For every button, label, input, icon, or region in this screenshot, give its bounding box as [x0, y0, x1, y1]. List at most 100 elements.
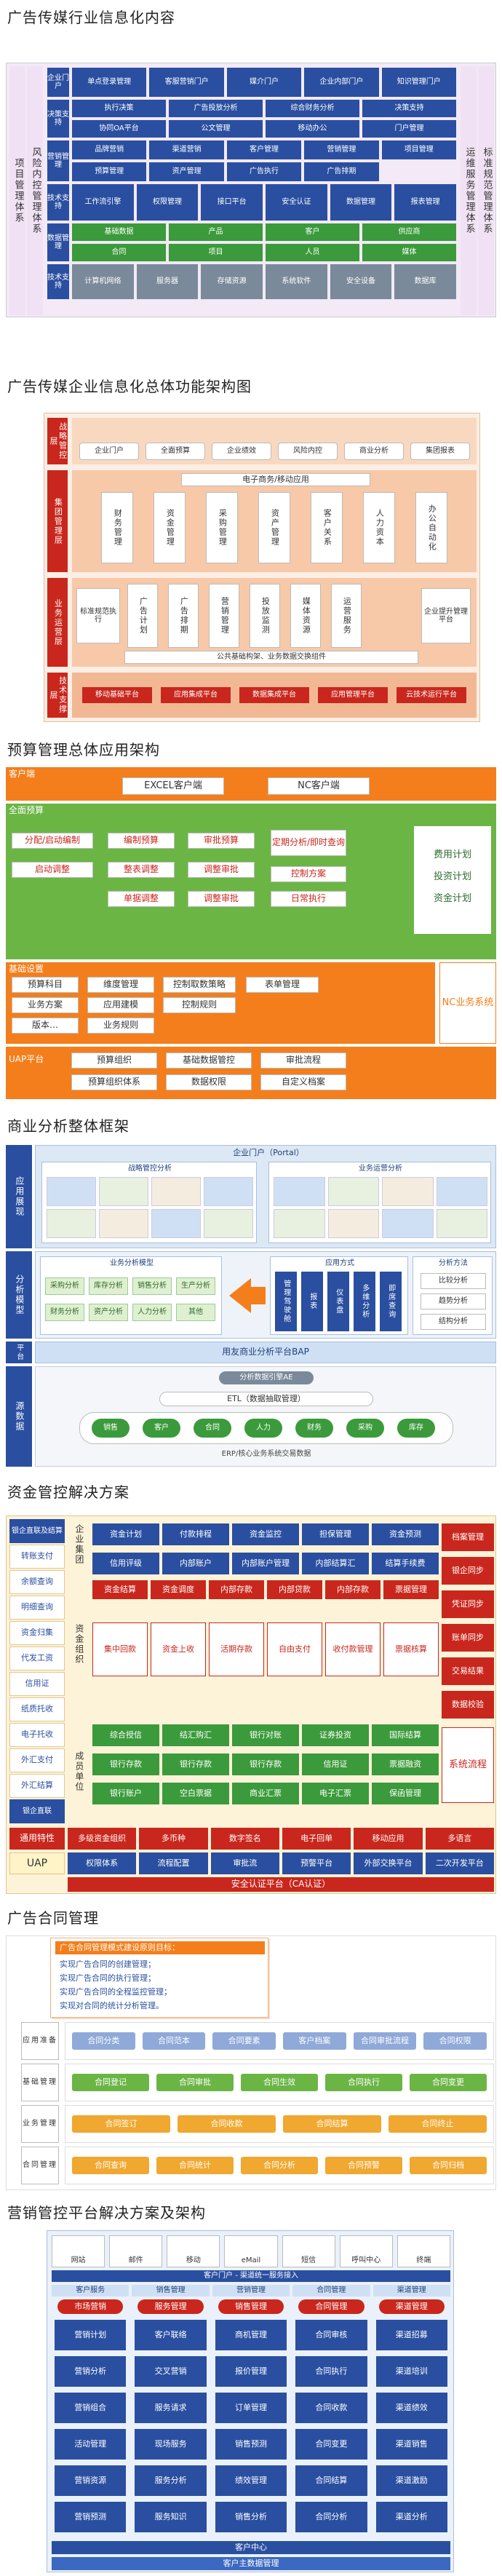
- base-item: 预算科目: [12, 977, 79, 993]
- function-diagram: 战略管控层 集团管理层 业务运营层 技术支撑层 企业门户全面预算企业绩效风险内控…: [44, 413, 480, 722]
- top-item: 企业绩效: [212, 443, 271, 460]
- content-item: 计算机网络: [72, 264, 134, 299]
- right-vertical-label: 标准规范管理体系: [478, 66, 494, 315]
- base-item: 维度管理: [87, 977, 154, 993]
- layer-label: 应用准备: [21, 2022, 59, 2060]
- top-item: 风险内控: [278, 443, 338, 460]
- left-item: 代发工资: [9, 1646, 65, 1671]
- content-item: 广告投放分析: [169, 100, 263, 117]
- channel-item: 呼叫中心: [339, 2235, 393, 2267]
- left-item: 纸质托收: [9, 1697, 65, 1721]
- general-item: 多币种: [139, 1828, 208, 1850]
- contract-item: 合同统计: [156, 2157, 234, 2174]
- method-item: 比较分析: [421, 1273, 486, 1289]
- mgmt-item: 资金管理: [154, 492, 186, 563]
- base-item: 应用建模: [87, 997, 154, 1013]
- column-title: 服务管理: [138, 2299, 204, 2314]
- group-label: 企业集团: [68, 1519, 89, 1570]
- tech-item: 云技术运行平台: [397, 687, 466, 703]
- column-item: 客户联络: [135, 2320, 207, 2350]
- budget-diagram: 客户端 EXCEL客户端 NC客户端 全面预算 分配/启动编制编制预算审批预算定…: [6, 767, 496, 1099]
- source-item: 客户: [143, 1419, 180, 1438]
- contract-diagram: 广告合同管理模式建设原则目标： 实现广告合同的创建管理；实现广告合同的执行管理；…: [6, 1935, 496, 2190]
- channel-item: 邮件: [109, 2235, 163, 2267]
- budget-item: 日常执行: [271, 891, 346, 907]
- section-title: 资金管控解决方案: [7, 1483, 130, 1501]
- contract-item: 合同收款: [178, 2115, 276, 2133]
- industry-diagram: 项目管理体系 风险内控管理体系 标准规范管理体系 运维服务管理体系 企业门户单点…: [6, 63, 496, 317]
- budget-item: 单据调整: [108, 891, 175, 907]
- client-excel[interactable]: EXCEL客户端: [122, 777, 224, 795]
- column-item: 营销计划: [55, 2320, 127, 2350]
- column-title: 销售管理: [218, 2299, 284, 2314]
- right-item: 银企同步: [442, 1557, 494, 1585]
- layer-label: 战略管控层: [47, 418, 68, 464]
- client-band: 客户端 EXCEL客户端 NC客户端: [6, 767, 496, 801]
- contract-item: 合同生效: [241, 2074, 318, 2091]
- uap-item: 流程配置: [139, 1852, 208, 1874]
- channel-item: 终端: [397, 2235, 450, 2267]
- dashboard-thumbnail: [47, 1209, 96, 1238]
- column-item: 渠道激励: [375, 2465, 447, 2496]
- column-item: 商机管理: [215, 2320, 287, 2350]
- general-item: 多语言: [425, 1828, 494, 1850]
- general-row: 通用特性 多级资金组织多币种数字签名电子回单移动应用多语言: [9, 1828, 494, 1850]
- channel-item: 短信: [282, 2235, 335, 2267]
- fund-center-item: 内部存款: [325, 1580, 381, 1599]
- model-item: 库存分析: [89, 1277, 128, 1295]
- goal-box: 广告合同管理模式建设原则目标： 实现广告合同的创建管理；实现广告合同的执行管理；…: [50, 1938, 268, 2018]
- content-item: 报表管理: [394, 184, 456, 221]
- fund-item: 银行账户: [92, 1783, 159, 1804]
- source-item: 库存: [397, 1419, 435, 1438]
- content-item: 公文管理: [169, 120, 263, 138]
- method-item: 结构分析: [421, 1314, 486, 1330]
- row-label: 数据管理: [47, 223, 69, 261]
- methods-title: 分析方法: [439, 1259, 468, 1268]
- model-item: 其他: [176, 1304, 215, 1321]
- ops-item: 媒体资源: [290, 584, 321, 648]
- unit-item: 销售管理: [132, 2285, 210, 2296]
- app-item: 报表: [301, 1272, 323, 1331]
- general-item: 多级资金组织: [68, 1828, 137, 1850]
- layer-label: 基础管理: [21, 2064, 59, 2101]
- app-box: 应用方式 管理驾驶舱报表仪表盘多维分析即席查询: [270, 1256, 408, 1335]
- portal-layer: 企业门户（Portal） 战略管控分析 业务运营分析: [35, 1145, 496, 1248]
- dashboard-thumbnail: [47, 1177, 96, 1206]
- fund-center-item: 自由支付: [267, 1622, 322, 1676]
- arrow-tail: [250, 1287, 266, 1304]
- content-item: 媒介门户: [226, 68, 302, 97]
- ops-right: 企业提升管理平台: [421, 588, 471, 643]
- content-item: 协同OA平台: [72, 120, 166, 138]
- left-item: 外汇支付: [9, 1748, 65, 1772]
- ops-item: 投放监测: [250, 584, 280, 648]
- contract-item: 合同结算: [283, 2115, 381, 2133]
- mgmt-layer: 电子商务/移动应用 财务管理资金管理采购管理资产管理客户关系人力资本办公自动化: [72, 470, 477, 572]
- arrow-shape: [229, 1278, 251, 1313]
- dashboard-thumbnail: [436, 1177, 487, 1206]
- budget-item: 调整审批: [188, 862, 255, 878]
- budget-item: 启动调整: [12, 862, 93, 878]
- section-fund-control: 资金管控解决方案 银企直联及结算转账支付余额查询明细查询资金归集代发工资信用证纸…: [0, 1478, 502, 1900]
- content-item: 资产管理: [149, 162, 224, 181]
- base-item: 控制取数策略: [163, 977, 236, 993]
- budget-item: 控制方案: [271, 866, 346, 882]
- column-item: 合同分析: [295, 2502, 367, 2532]
- fund-item: 证券投资: [302, 1724, 369, 1746]
- column-item: 活动管理: [55, 2429, 127, 2460]
- fund-center-item: 资金结算: [92, 1580, 148, 1599]
- content-item: 媒体: [362, 244, 456, 261]
- content-item: 安全认证: [266, 184, 327, 221]
- contract-item: 合同范本: [142, 2032, 206, 2050]
- base-label: 基础设置: [9, 964, 44, 975]
- section-function-architecture: 广告传媒企业信息化总体功能架构图 战略管控层 集团管理层 业务运营层 技术支撑层…: [0, 360, 502, 739]
- client-nc[interactable]: NC客户端: [268, 777, 370, 795]
- mgmt-item: 资产管理: [258, 492, 290, 563]
- fund-item: 综合授信: [92, 1724, 159, 1746]
- portal-bar: 客户门户 - 渠道统一服务接入: [52, 2270, 450, 2282]
- uap-item: 预算组织体系: [71, 1074, 157, 1090]
- content-item: 工作流引擎: [72, 184, 134, 221]
- contract-item: 合同归档: [410, 2157, 487, 2174]
- goal-item: 实现广告合同的创建管理；: [60, 1959, 156, 1970]
- content-item: 单点登录管理: [72, 68, 147, 97]
